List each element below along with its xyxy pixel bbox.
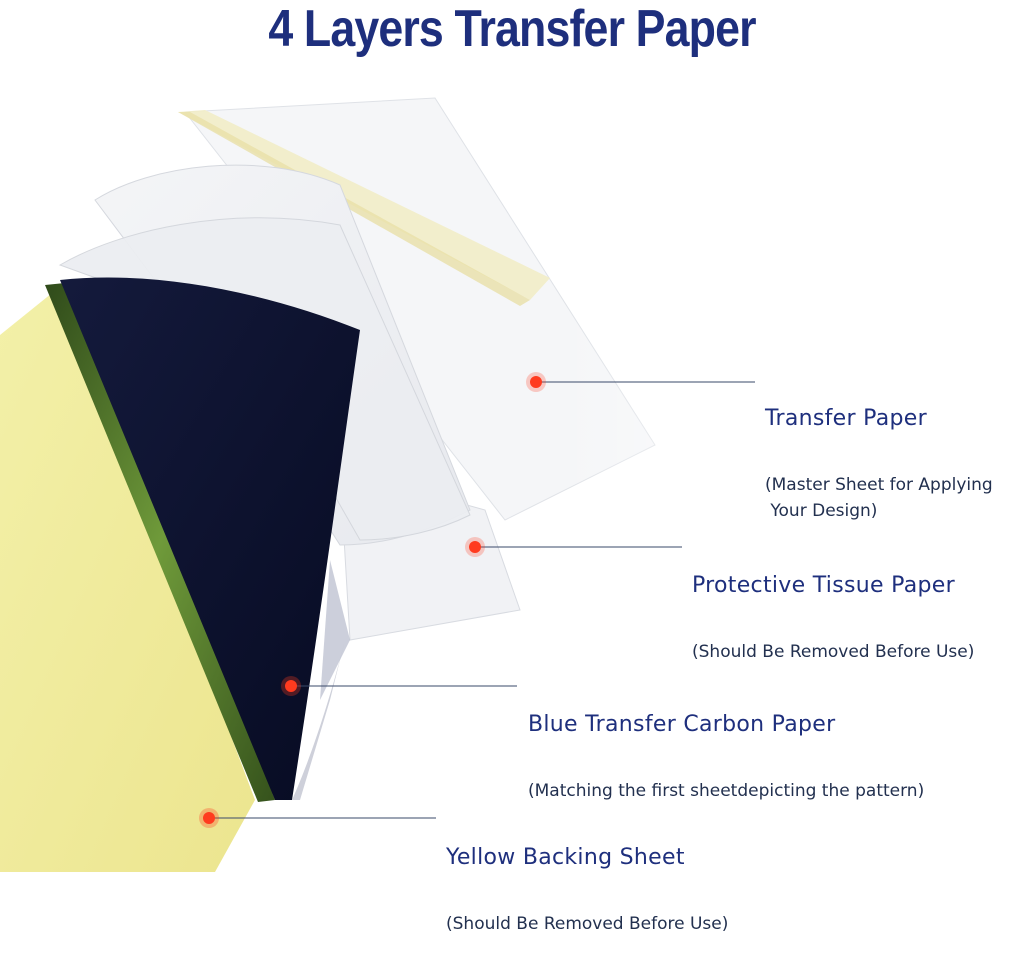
label-yellow-backing-sheet: Yellow Backing Sheet (Should Be Removed …: [446, 805, 728, 956]
layer-name: Protective Tissue Paper: [692, 573, 955, 598]
layer-description: (Master Sheet for Applying Your Design): [765, 475, 993, 521]
layer-description: (Should Be Removed Before Use): [692, 642, 975, 662]
layer-name: Blue Transfer Carbon Paper: [528, 712, 836, 737]
label-transfer-paper: Transfer Paper (Master Sheet for Applyin…: [765, 366, 993, 543]
transfer-paper-illustration: [0, 97, 755, 872]
blue-carbon-sheet: [45, 277, 360, 802]
label-blue-transfer-carbon-paper: Blue Transfer Carbon Paper (Matching the…: [528, 672, 924, 823]
layer-name: Yellow Backing Sheet: [446, 845, 685, 870]
layer-description: (Matching the first sheetdepicting the p…: [528, 781, 925, 801]
layer-name: Transfer Paper: [765, 406, 927, 431]
page-title: 4 Layers Transfer Paper: [268, 0, 756, 58]
leader-lines: [210, 381, 755, 819]
yellow-backing-sheet: [0, 285, 255, 872]
marker-blue-carbon: [281, 676, 301, 696]
marker-protective-tissue: [465, 537, 485, 557]
markers: [199, 372, 546, 828]
layer-description: (Should Be Removed Before Use): [446, 914, 729, 934]
label-protective-tissue-paper: Protective Tissue Paper (Should Be Remov…: [692, 533, 974, 684]
marker-transfer-paper: [526, 372, 546, 392]
marker-yellow-backing: [199, 808, 219, 828]
